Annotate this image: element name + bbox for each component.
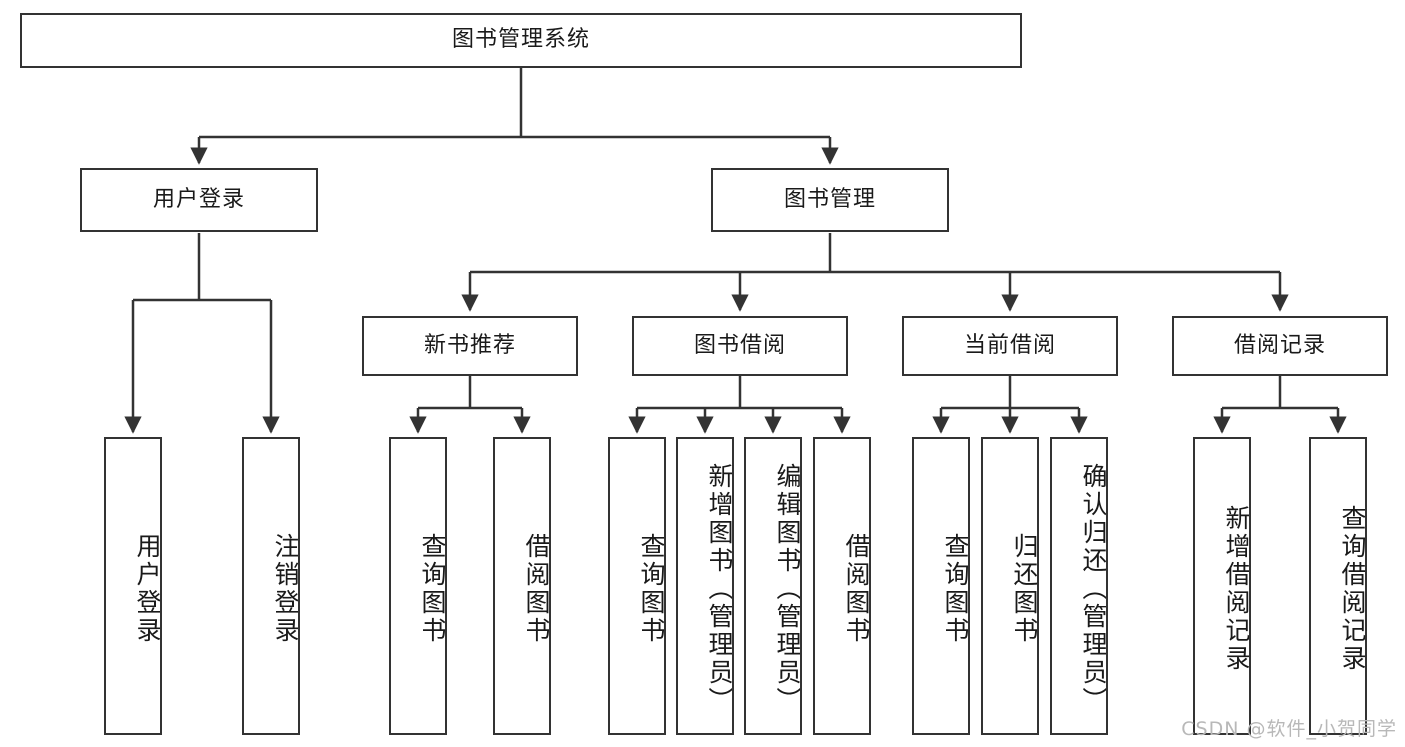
node-leaf-borrow-book[interactable]: 借阅图书 [813,437,871,735]
node-leaf-add-borrow-record[interactable]: 新增借阅记录 [1193,437,1251,735]
node-label: 注销登录 [271,533,300,645]
node-book-management[interactable]: 图书管理 [711,168,949,232]
node-leaf-confirm-return[interactable]: 确认归还（管理员） [1050,437,1108,735]
node-leaf-query-borrow-record[interactable]: 查询借阅记录 [1309,437,1367,735]
node-label: 查询图书 [637,533,666,645]
node-leaf-query-book-borrow[interactable]: 查询图书 [608,437,666,735]
node-user-login[interactable]: 用户登录 [80,168,318,232]
node-label: 归还图书 [1010,533,1039,645]
node-label: 新增图书（管理员） [705,463,734,715]
node-leaf-query-book-current[interactable]: 查询图书 [912,437,970,735]
node-label: 借阅图书 [842,533,871,645]
node-label: 用户登录 [133,533,162,645]
node-leaf-return-book[interactable]: 归还图书 [981,437,1039,735]
node-label: 查询图书 [418,533,447,645]
node-leaf-user-login[interactable]: 用户登录 [104,437,162,735]
node-label: 图书借阅 [693,332,786,358]
node-label: 查询借阅记录 [1338,505,1367,673]
node-leaf-logout[interactable]: 注销登录 [242,437,300,735]
node-label: 用户登录 [152,186,245,212]
node-leaf-edit-book[interactable]: 编辑图书（管理员） [744,437,802,735]
csdn-watermark: CSDN @软件_小贺同学 [1181,718,1397,740]
node-label: 当前借阅 [963,332,1056,358]
node-label: 借阅记录 [1233,332,1326,358]
node-label: 查询图书 [941,533,970,645]
node-current-borrow[interactable]: 当前借阅 [902,316,1118,376]
node-label: 新书推荐 [423,332,516,358]
node-label: 新增借阅记录 [1222,505,1251,673]
node-label: 编辑图书（管理员） [773,463,802,715]
node-label: 图书管理 [783,186,876,212]
node-root-book-management-system[interactable]: 图书管理系统 [20,13,1022,68]
node-label: 确认归还（管理员） [1079,463,1108,715]
node-label: 借阅图书 [522,533,551,645]
node-leaf-add-book[interactable]: 新增图书（管理员） [676,437,734,735]
node-book-borrow[interactable]: 图书借阅 [632,316,848,376]
node-new-book-recommend[interactable]: 新书推荐 [362,316,578,376]
node-leaf-query-book-recommend[interactable]: 查询图书 [389,437,447,735]
node-leaf-borrow-book-recommend[interactable]: 借阅图书 [493,437,551,735]
node-borrow-record[interactable]: 借阅记录 [1172,316,1388,376]
node-label: 图书管理系统 [451,27,590,53]
